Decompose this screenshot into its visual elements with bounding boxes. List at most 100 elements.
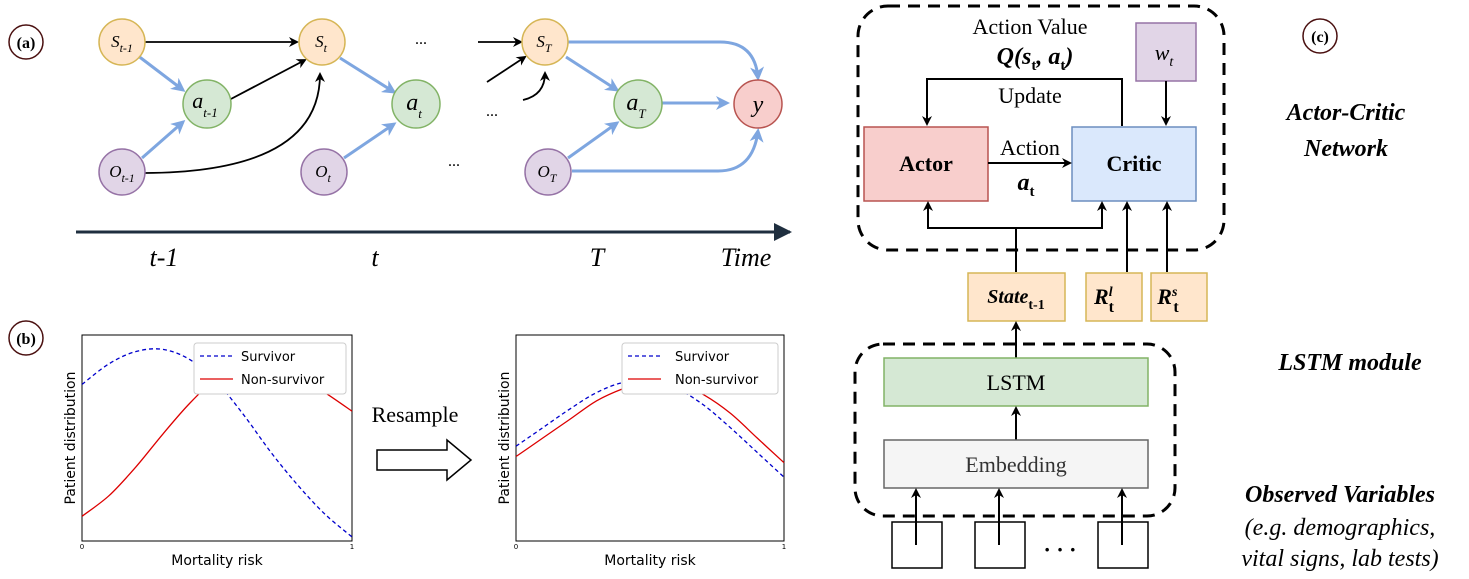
s-t-sub: t xyxy=(324,41,328,55)
state-box: Statet-1 xyxy=(967,272,1066,322)
node-o-T: OT xyxy=(524,148,572,196)
o-T-base: O xyxy=(538,162,550,181)
s-t-base: S xyxy=(315,32,324,51)
critic-box: Critic xyxy=(1071,126,1197,202)
panel-a-label: (a) xyxy=(17,35,36,52)
chart-2: 0 1 Mortality risk Patient distribution … xyxy=(497,334,786,569)
q-value-label: Q(st, at) xyxy=(997,44,1074,74)
edge-in-sT-3 xyxy=(522,71,550,101)
ellipsis-bottom: ... xyxy=(448,153,460,170)
a-prev-sub: t-1 xyxy=(203,105,217,120)
observed-desc-1: (e.g. demographics, xyxy=(1245,515,1436,541)
embedding-box: Embedding xyxy=(883,439,1149,489)
y-label: y xyxy=(751,92,764,118)
resample-arrow xyxy=(376,438,473,482)
chart-1-xlabel: Mortality risk xyxy=(171,553,263,569)
s-prev-base: S xyxy=(111,32,120,51)
chart-1-ylabel: Patient distribution xyxy=(63,372,79,505)
o-t-base: O xyxy=(315,162,327,181)
blue-edges xyxy=(132,40,765,173)
svg-text:at: at xyxy=(406,90,422,121)
chart-1-legend: Survivor Non-survivor xyxy=(193,342,347,395)
title-observed-variables: Observed Variables xyxy=(1245,482,1435,508)
svg-text:OT: OT xyxy=(538,162,558,185)
observed-input-boxes: · · · xyxy=(891,488,1149,569)
chart-2-legend: Survivor Non-survivor xyxy=(621,342,779,395)
svg-text:Rst: Rst xyxy=(1156,284,1179,316)
axis-label-t: t xyxy=(371,243,379,272)
panel-c: (c) Action Value Q(st, at) wt Update Act… xyxy=(853,4,1439,572)
chart-1-legend-nonsurvivor: Non-survivor xyxy=(241,373,325,388)
svg-text:aT: aT xyxy=(626,90,646,121)
svg-text:Statet-1: Statet-1 xyxy=(987,286,1044,313)
a-T-sub: T xyxy=(638,106,646,121)
edge-sT-y xyxy=(568,40,765,81)
observed-desc-2: vital signs, lab tests) xyxy=(1241,546,1438,572)
action-a-label: at xyxy=(1018,170,1035,200)
a-prev-base: a xyxy=(192,88,203,113)
update-arrow xyxy=(922,78,1123,126)
edge-oT-y xyxy=(572,128,764,173)
node-o-prev: Ot-1 xyxy=(98,148,146,196)
svg-text:at-1: at-1 xyxy=(192,88,217,120)
svg-text:Ot-1: Ot-1 xyxy=(109,162,135,185)
critic-label: Critic xyxy=(1107,151,1162,176)
o-prev-sub: t-1 xyxy=(121,171,134,185)
axis-label-T: T xyxy=(590,243,606,272)
state-to-actor-arrow xyxy=(923,201,1017,272)
a-t-sub: t xyxy=(418,106,422,121)
chart-2-legend-survivor: Survivor xyxy=(675,350,730,365)
edge-aprev-st xyxy=(228,59,307,101)
panel-c-label-circle: (c) xyxy=(1302,18,1338,54)
s-T-base: S xyxy=(536,32,545,51)
a-t-base: a xyxy=(406,90,418,116)
panel-c-label: (c) xyxy=(1311,29,1329,46)
chart-2-legend-nonsurvivor: Non-survivor xyxy=(675,373,759,388)
action-value-label: Action Value xyxy=(972,14,1087,39)
state-to-critic-arrow xyxy=(1016,201,1107,229)
o-T-sub: T xyxy=(550,171,558,185)
chart-1-xtick-0: 0 xyxy=(80,543,84,551)
o-t-sub: t xyxy=(327,171,331,185)
lstm-box: LSTM xyxy=(883,357,1149,407)
black-edges xyxy=(144,37,550,174)
panel-b-label: (b) xyxy=(16,331,36,348)
a-T-base: a xyxy=(626,90,638,116)
panel-b: (b) 0 1 Mortality risk Patient distribut… xyxy=(8,320,786,569)
edge-oT-aT xyxy=(567,121,620,160)
actor-critic-container xyxy=(856,4,1226,252)
lstm-label: LSTM xyxy=(987,370,1046,395)
edge-in-sT-2 xyxy=(486,55,527,83)
edge-sprev-aprev xyxy=(132,50,186,92)
axis-label-t-prev: t-1 xyxy=(150,243,179,272)
node-a-prev: at-1 xyxy=(182,79,232,129)
node-s-prev: St-1 xyxy=(98,18,146,66)
svg-text:St: St xyxy=(315,32,328,55)
actor-box: Actor xyxy=(863,126,989,202)
edge-st-at xyxy=(339,56,397,94)
node-a-T: aT xyxy=(613,79,663,129)
node-s-t: St xyxy=(298,18,346,66)
s-prev-sub: t-1 xyxy=(120,41,133,55)
chart-1: 0 1 Mortality risk Patient distribution … xyxy=(63,334,354,569)
chart-1-xtick-1: 1 xyxy=(350,543,354,551)
ellipsis-mid: ... xyxy=(486,103,498,120)
embedding-label: Embedding xyxy=(965,452,1066,477)
ellipsis-top: ... xyxy=(415,31,427,48)
chart-2-ylabel: Patient distribution xyxy=(497,372,513,505)
svg-text:Ot: Ot xyxy=(315,162,331,185)
panel-a: (a) St-1 at xyxy=(8,18,792,272)
chart-1-legend-survivor: Survivor xyxy=(241,350,296,365)
svg-text:wt: wt xyxy=(1155,40,1175,70)
node-a-t: at xyxy=(391,79,441,129)
actor-label: Actor xyxy=(899,151,953,176)
resample-label: Resample xyxy=(372,402,459,427)
axis-label-time: Time xyxy=(721,243,772,272)
panel-a-label-circle: (a) xyxy=(8,24,44,60)
title-actor-critic-2: Network xyxy=(1303,136,1388,162)
title-lstm-module: LSTM module xyxy=(1277,350,1422,376)
w-t-box: wt xyxy=(1135,22,1197,82)
s-T-sub: T xyxy=(545,41,553,55)
